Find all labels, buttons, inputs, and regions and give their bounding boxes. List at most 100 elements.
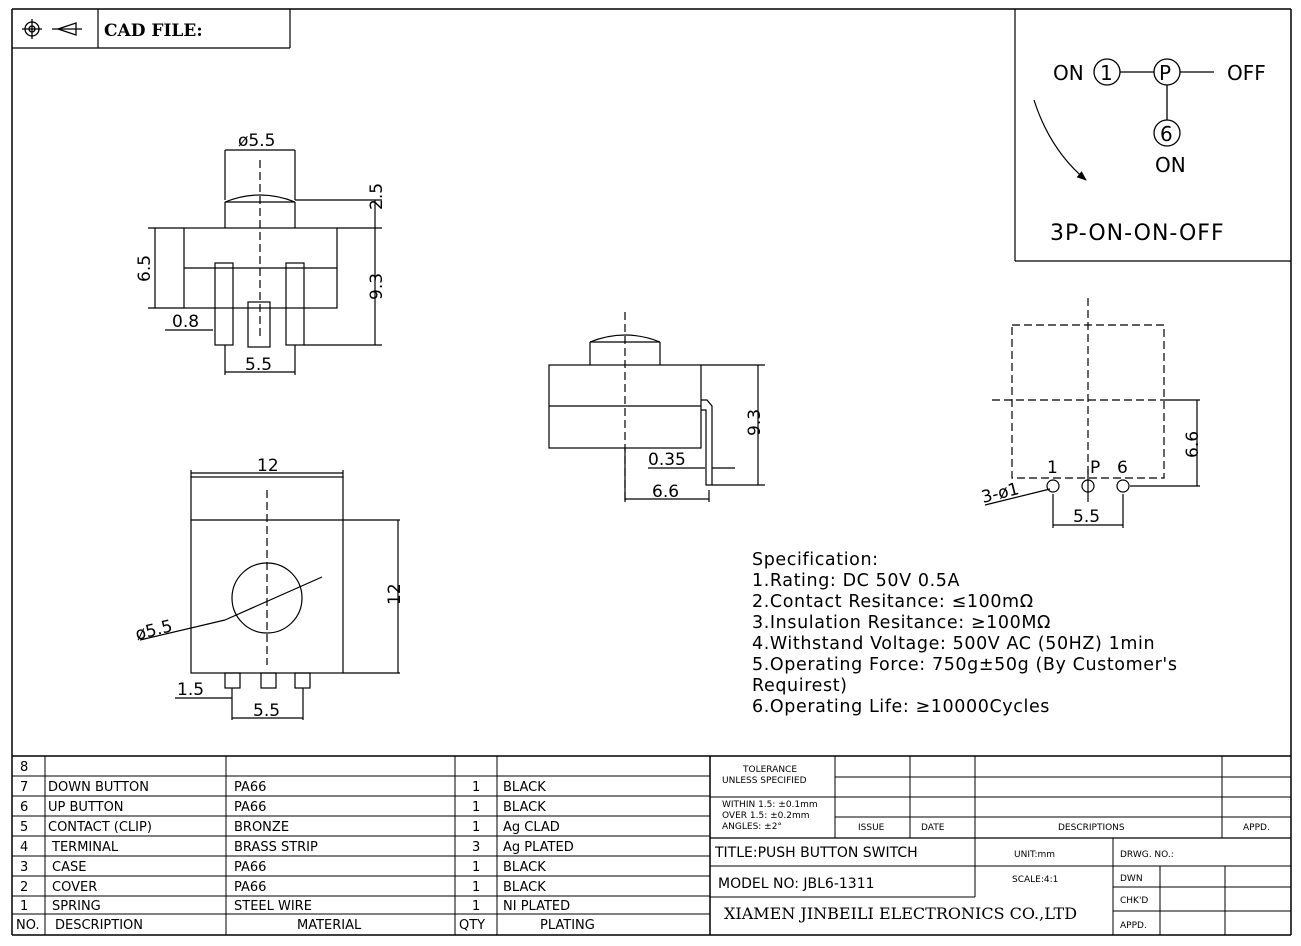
bom-header-plating: PLATING bbox=[540, 918, 595, 933]
schematic-title: 3P-ON-ON-OFF bbox=[1050, 221, 1225, 246]
bom-row-qty: 1 bbox=[472, 880, 480, 895]
dim-top-pin-pitch: 5.5 bbox=[253, 701, 280, 721]
bom-row-plating: BLACK bbox=[503, 860, 546, 875]
bom-row-desc: CASE bbox=[52, 860, 86, 875]
side-view bbox=[548, 312, 765, 502]
pcb-pin6-label: 6 bbox=[1117, 458, 1128, 478]
spec-line: 1.Rating: DC 50V 0.5A bbox=[752, 571, 960, 591]
bom-row-material: PA66 bbox=[234, 800, 266, 815]
tolerance-within: WITHIN 1.5: ±0.1mm bbox=[722, 800, 818, 810]
bom-row-no: 8 bbox=[20, 760, 28, 775]
dim-top-height: 12 bbox=[385, 583, 405, 605]
bom-row-plating: BLACK bbox=[503, 800, 546, 815]
bom-row-qty: 1 bbox=[472, 780, 480, 795]
bom-row-material: PA66 bbox=[234, 780, 266, 795]
dim-front-top-dia: ø5.5 bbox=[238, 131, 275, 151]
dim-top-pin-w: 1.5 bbox=[177, 680, 204, 700]
model-number: MODEL NO: JBL6-1311 bbox=[718, 876, 875, 892]
date-label: DATE bbox=[921, 823, 945, 833]
dim-top-button-dia: ø5.5 bbox=[133, 616, 174, 644]
schematic-left-label: ON bbox=[1053, 61, 1084, 85]
checked-by-label: CHK'D bbox=[1120, 896, 1148, 906]
dim-side-depth: 6.6 bbox=[652, 482, 679, 502]
pcb-pin1-label: 1 bbox=[1047, 458, 1058, 478]
approved-by-label: APPD. bbox=[1120, 921, 1147, 931]
spec-line: 2.Contact Resitance: ≤100mΩ bbox=[752, 592, 1034, 612]
bom-row-qty: 1 bbox=[472, 899, 480, 914]
bom-row-qty: 1 bbox=[472, 860, 480, 875]
bom-row-desc: COVER bbox=[52, 880, 97, 895]
spec-line: 6.Operating Life: ≥10000Cycles bbox=[752, 697, 1050, 717]
rotation-arrow-icon bbox=[1033, 99, 1087, 181]
schematic-bottom-label: ON bbox=[1155, 153, 1186, 177]
company-name: XIAMEN JINBEILI ELECTRONICS CO.,LTD bbox=[724, 904, 1077, 923]
cad-file-box bbox=[12, 9, 291, 49]
bom-table: 8 7 DOWN BUTTON PA66 1 BLACK 6 UP BUTTON… bbox=[16, 760, 595, 933]
bom-row-desc: CONTACT (CLIP) bbox=[48, 820, 152, 835]
pcb-pinP-label: P bbox=[1090, 458, 1100, 478]
bom-row-qty: 3 bbox=[472, 840, 480, 855]
spec-line: 3.Insulation Resitance: ≥100MΩ bbox=[752, 613, 1051, 633]
bom-row-no: 1 bbox=[20, 899, 28, 914]
spec-line: 4.Withstand Voltage: 500V AC (50HZ) 1min bbox=[752, 634, 1155, 654]
dim-side-total-h: 9.3 bbox=[745, 409, 765, 436]
dim-side-pin-t: 0.35 bbox=[648, 450, 686, 470]
bom-row-plating: BLACK bbox=[503, 780, 546, 795]
spec-heading: Specification: bbox=[752, 550, 879, 570]
bom-row-plating: NI PLATED bbox=[503, 899, 570, 914]
top-view bbox=[139, 470, 400, 720]
bom-row-material: PA66 bbox=[234, 880, 266, 895]
dim-front-body-h: 6.5 bbox=[135, 255, 155, 282]
title-block-grid bbox=[710, 756, 1291, 935]
dim-pcb-pitch: 5.5 bbox=[1073, 507, 1100, 527]
tolerance-label: TOLERANCE bbox=[742, 765, 797, 775]
drawn-by-label: DWN bbox=[1120, 874, 1143, 884]
tolerance-unless-label: UNLESS SPECIFIED bbox=[722, 776, 807, 786]
dim-front-cap-h: 2.5 bbox=[367, 183, 387, 210]
switch-schematic: ON 1 P OFF 6 ON 3P-ON-ON-OFF bbox=[1033, 58, 1266, 246]
bom-row-no: 4 bbox=[20, 840, 28, 855]
bom-row-qty: 1 bbox=[472, 800, 480, 815]
bom-header-description: DESCRIPTION bbox=[55, 918, 143, 933]
dim-front-pin-w: 0.8 bbox=[172, 312, 199, 332]
unit-label: UNIT:mm bbox=[1014, 850, 1055, 860]
drawing-number-label: DRWG. NO.: bbox=[1120, 850, 1174, 860]
bom-row-desc: SPRING bbox=[52, 899, 101, 914]
sheet-border bbox=[11, 8, 1292, 936]
tolerance-angles: ANGLES: ±2° bbox=[722, 822, 782, 832]
rev-appd-label: APPD. bbox=[1243, 823, 1270, 833]
specification-block: Specification: 1.Rating: DC 50V 0.5A 2.C… bbox=[752, 550, 1178, 717]
schematic-pinP: P bbox=[1159, 61, 1171, 85]
bom-row-desc: UP BUTTON bbox=[48, 800, 124, 815]
pcb-layout-view bbox=[984, 298, 1200, 528]
schematic-pin6: 6 bbox=[1160, 122, 1173, 146]
title-block: TOLERANCE UNLESS SPECIFIED WITHIN 1.5: ±… bbox=[714, 765, 1270, 931]
bom-row-desc: TERMINAL bbox=[51, 840, 119, 855]
dim-top-width: 12 bbox=[257, 456, 279, 476]
bom-row-no: 5 bbox=[20, 820, 28, 835]
dim-front-pin-pitch: 5.5 bbox=[245, 355, 272, 375]
bom-row-material: BRONZE bbox=[234, 820, 289, 835]
bom-row-material: PA66 bbox=[234, 860, 266, 875]
bom-row-material: STEEL WIRE bbox=[234, 899, 312, 914]
bom-row-no: 2 bbox=[20, 880, 28, 895]
bom-row-desc: DOWN BUTTON bbox=[48, 780, 149, 795]
spec-line: 5.Operating Force: 750g±50g (By Customer… bbox=[752, 655, 1178, 675]
dim-pcb-h: 6.6 bbox=[1183, 431, 1203, 458]
front-view bbox=[148, 149, 382, 375]
projection-symbol-icon bbox=[22, 19, 82, 39]
bom-row-qty: 1 bbox=[472, 820, 480, 835]
bom-header-material: MATERIAL bbox=[297, 918, 362, 933]
spec-line: Requirest) bbox=[752, 676, 848, 696]
bom-header-no: NO. bbox=[16, 918, 40, 933]
bom-row-no: 7 bbox=[20, 780, 28, 795]
bom-row-no: 3 bbox=[20, 860, 28, 875]
dim-pcb-hole: 3-ø1 bbox=[979, 479, 1021, 508]
scale-label: SCALE:4:1 bbox=[1012, 875, 1058, 885]
bom-row-plating: Ag PLATED bbox=[503, 840, 574, 855]
bom-row-material: BRASS STRIP bbox=[234, 840, 318, 855]
bom-table-grid bbox=[12, 755, 1291, 935]
dim-front-total-h: 9.3 bbox=[367, 273, 387, 300]
bom-row-no: 6 bbox=[20, 800, 28, 815]
